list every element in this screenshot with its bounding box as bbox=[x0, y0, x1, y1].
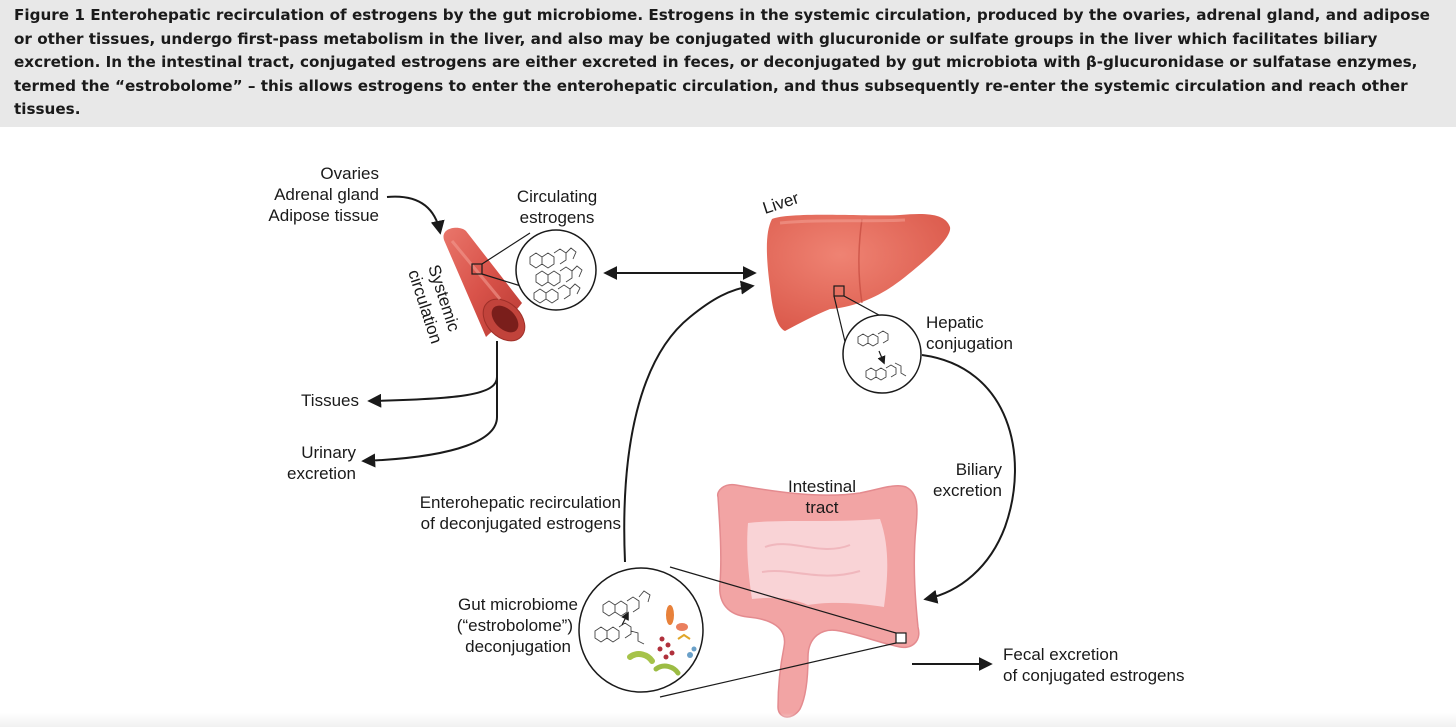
label-urinary: Urinary bbox=[301, 443, 356, 462]
hepatic-conjugation-circle bbox=[842, 314, 922, 394]
label-gut-microbiome: Gut microbiome bbox=[458, 595, 578, 614]
tissues-arrow bbox=[367, 341, 498, 408]
source-adipose: Adipose tissue bbox=[268, 206, 379, 225]
gut-zoom-line-top bbox=[669, 566, 897, 634]
enterohepatic-arrow bbox=[623, 280, 755, 563]
label-liver: Liver bbox=[760, 188, 801, 218]
label-hepatic: Hepatic bbox=[926, 313, 984, 332]
bottom-fade bbox=[0, 713, 1456, 727]
gut-microbiome-circle bbox=[578, 567, 704, 693]
label-conjugation: conjugation bbox=[926, 334, 1013, 353]
urinary-arrow bbox=[361, 377, 498, 468]
circulating-estrogens-circle bbox=[515, 229, 597, 311]
label-tissues: Tissues bbox=[301, 391, 359, 410]
zoom-line-bottom bbox=[481, 273, 525, 288]
label-tract: tract bbox=[805, 498, 838, 517]
source-adrenal: Adrenal gland bbox=[274, 185, 379, 204]
figure-caption: Figure 1 Enterohepatic recirculation of … bbox=[14, 4, 1442, 122]
intestine-shape bbox=[716, 483, 920, 718]
label-enterohepatic: Enterohepatic recirculation bbox=[420, 493, 621, 512]
gut-zoom-line-bottom bbox=[659, 642, 897, 698]
estrogen-sources: Ovaries Adrenal gland Adipose tissue bbox=[268, 164, 379, 225]
label-circulating: Circulating bbox=[517, 187, 597, 206]
biliary-arrow bbox=[921, 354, 1016, 604]
enterohepatic-diagram: Ovaries Adrenal gland Adipose tissue Sys… bbox=[268, 164, 1184, 718]
label-urinary-excretion: excretion bbox=[287, 464, 356, 483]
zoom-line-top bbox=[481, 232, 531, 265]
label-fecal: Fecal excretion bbox=[1003, 645, 1118, 664]
label-conjugated-estrogens: of conjugated estrogens bbox=[1003, 666, 1184, 685]
label-deconjugated: of deconjugated estrogens bbox=[421, 514, 621, 533]
figure-label: Figure 1 bbox=[14, 6, 85, 24]
label-estrobolome: (“estrobolome”) bbox=[457, 616, 573, 635]
label-excretion: excretion bbox=[933, 481, 1002, 500]
label-biliary: Biliary bbox=[956, 460, 1003, 479]
caption-text: Enterohepatic recirculation of estrogens… bbox=[14, 6, 1430, 118]
blood-vessel bbox=[443, 227, 526, 342]
label-deconjugation: deconjugation bbox=[465, 637, 571, 656]
caption-panel: Figure 1 Enterohepatic recirculation of … bbox=[0, 0, 1456, 127]
sources-arrow bbox=[386, 195, 445, 235]
label-estrogens: estrogens bbox=[520, 208, 595, 227]
liver-shape bbox=[766, 214, 951, 331]
source-ovaries: Ovaries bbox=[320, 164, 379, 183]
label-intestinal: Intestinal bbox=[788, 477, 856, 496]
